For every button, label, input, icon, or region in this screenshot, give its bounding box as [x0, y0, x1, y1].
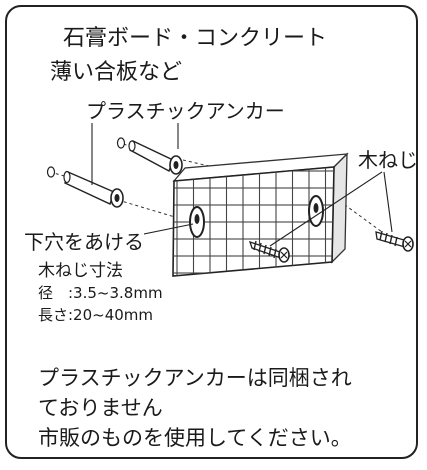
wall-hole-lower [46, 166, 56, 178]
screw-leader-right [383, 171, 393, 233]
screw-spec-length: 長さ:20~40mm [38, 306, 154, 324]
plastic-anchor-upper [128, 140, 183, 175]
screw-leader-left [269, 171, 383, 247]
plastic-anchor-lower [63, 170, 124, 208]
material-title-line2: 薄い合板など [50, 60, 183, 85]
note-line2: ておりません [38, 396, 163, 420]
pilot-hole-label: 下穴をあける [24, 230, 144, 254]
wall-plate [172, 152, 349, 277]
wood-screw-lower [248, 240, 290, 263]
wood-screw-label: 木ねじ [358, 148, 418, 172]
screw-spec-diameter: 径 :3.5~3.8mm [38, 284, 163, 302]
note-line1: プラスチックアンカーは同梱され [38, 366, 352, 390]
screw-spec-title: 木ねじ寸法 [38, 261, 123, 281]
instruction-frame [5, 5, 418, 459]
wall-hole-upper [116, 137, 126, 149]
wood-screw-right [375, 230, 414, 252]
note-line3: 市販のものを使用してください。 [38, 426, 352, 450]
plastic-anchor-label: プラスチックアンカー [86, 99, 285, 123]
material-title-line1: 石膏ボード・コンクリート [63, 26, 328, 51]
